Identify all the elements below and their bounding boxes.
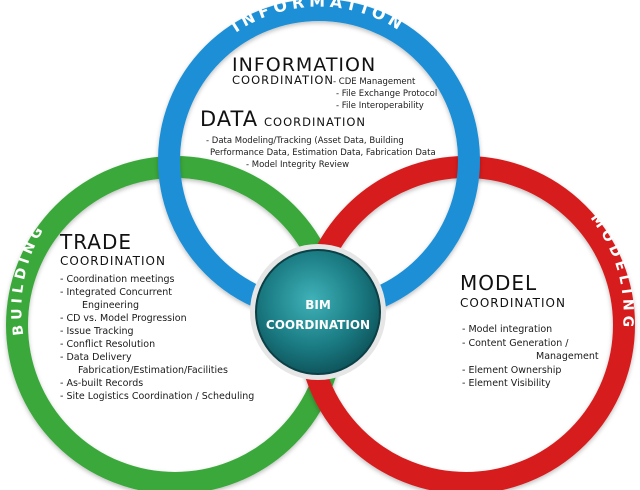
center-label-line2: COORDINATION	[266, 318, 370, 332]
trade-coordination-subtitle: COORDINATION	[60, 254, 166, 268]
information-coordination-subtitle: COORDINATION	[232, 73, 334, 87]
model-item: Management	[536, 351, 599, 362]
trade-item: - Coordination meetings	[60, 274, 175, 285]
information-item: - File Exchange Protocol	[336, 89, 437, 99]
information-item: - CDE Management	[333, 77, 416, 87]
data-item: - Model Integrity Review	[246, 160, 349, 170]
trade-item: - Integrated Concurrent	[60, 287, 172, 298]
trade-item: Engineering	[82, 300, 139, 311]
trade-item: - Data Delivery	[60, 352, 132, 363]
center-circle	[255, 249, 381, 375]
data-coordination-title: DATA	[200, 107, 258, 131]
information-coordination-title: INFORMATION	[232, 54, 376, 76]
data-item: Performance Data, Estimation Data, Fabri…	[210, 148, 436, 158]
model-item: - Element Visibility	[462, 378, 551, 389]
center-label-line1: BIM	[305, 298, 331, 312]
information-item: - File Interoperability	[336, 101, 424, 111]
model-item: - Content Generation /	[462, 338, 569, 349]
trade-item: - As-built Records	[60, 378, 143, 389]
data-item: - Data Modeling/Tracking (Asset Data, Bu…	[206, 136, 404, 146]
trade-item: - Issue Tracking	[60, 326, 134, 337]
data-coordination-subtitle: COORDINATION	[264, 115, 366, 129]
trade-coordination-title: TRADE	[59, 230, 132, 254]
trade-item: - CD vs. Model Progression	[60, 313, 187, 324]
top-circle-fill	[169, 10, 469, 310]
trade-item: Fabrication/Estimation/Facilities	[78, 365, 228, 376]
model-item: - Element Ownership	[462, 365, 561, 376]
model-item: - Model integration	[462, 324, 552, 335]
trade-item: - Conflict Resolution	[60, 339, 155, 350]
model-coordination-title: MODEL	[460, 271, 537, 295]
model-coordination-subtitle: COORDINATION	[460, 296, 566, 310]
trade-item: - Site Logistics Coordination / Scheduli…	[60, 391, 254, 402]
